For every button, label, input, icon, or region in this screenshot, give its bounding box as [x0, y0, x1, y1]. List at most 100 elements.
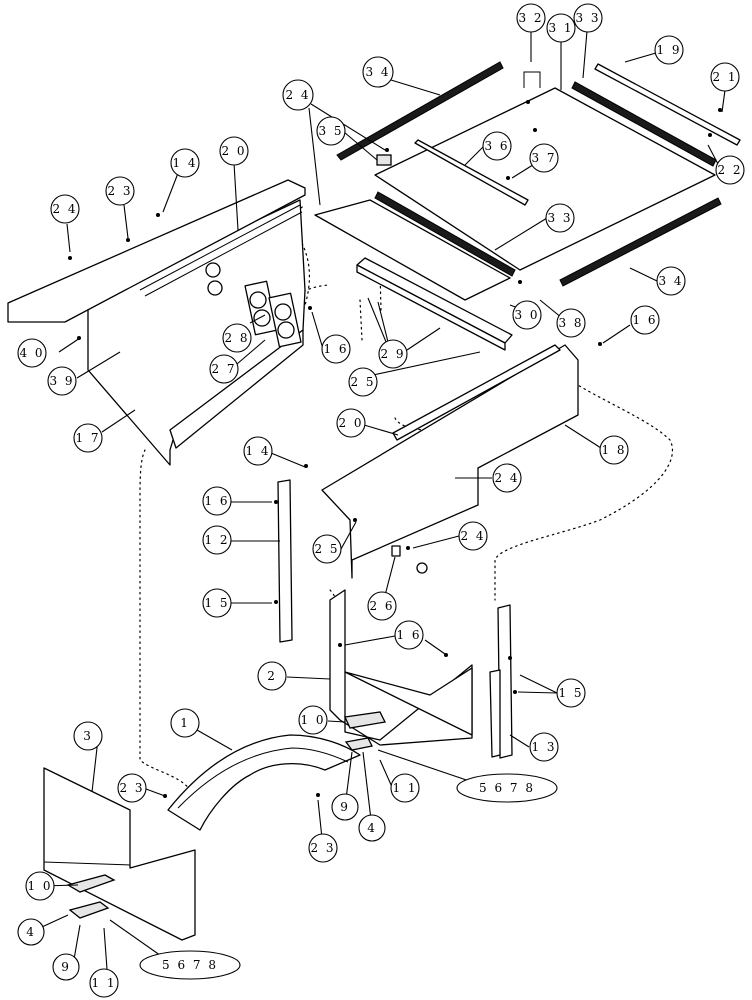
callout-25b: 2 5	[312, 534, 342, 564]
svg-text:1 4: 1 4	[245, 444, 270, 458]
svg-text:3 0: 3 0	[514, 308, 539, 322]
svg-text:3 9: 3 9	[49, 374, 74, 388]
svg-text:1: 1	[180, 716, 190, 730]
callout-21: 2 1	[710, 62, 740, 92]
svg-text:1 1: 1 1	[392, 781, 417, 795]
callout-26: 2 6	[367, 591, 397, 621]
svg-text:1 0: 1 0	[300, 713, 325, 727]
svg-text:3 2: 3 2	[518, 11, 543, 25]
callout-16: 1 6	[321, 334, 351, 364]
callout-27: 2 7	[209, 354, 239, 384]
svg-text:1 5: 1 5	[558, 686, 583, 700]
callout-38: 3 8	[556, 308, 586, 338]
callout-9b: 9	[52, 953, 80, 981]
callout-15b: 1 5	[556, 678, 586, 708]
part-27-light-panel	[268, 292, 302, 348]
svg-text:4 0: 4 0	[19, 346, 44, 360]
part-20-top-flange-right	[392, 344, 561, 441]
svg-text:3 4: 3 4	[365, 65, 390, 79]
svg-text:5 6 7 8: 5 6 7 8	[162, 958, 218, 972]
svg-text:3 4: 3 4	[658, 274, 683, 288]
svg-text:2: 2	[267, 669, 277, 683]
callout-40: 4 0	[17, 338, 47, 368]
part-31-roof-sheet	[374, 87, 716, 271]
callout-28: 2 8	[222, 323, 252, 353]
callout-31: 3 1	[546, 13, 576, 43]
callout-15: 1 5	[202, 588, 232, 618]
svg-text:3 5: 3 5	[318, 124, 343, 138]
part-30-roof-panel	[314, 199, 511, 301]
callout-23: 2 3	[105, 176, 135, 206]
svg-text:1 2: 1 2	[204, 533, 229, 547]
svg-text:1 1: 1 1	[91, 976, 116, 990]
callout-12: 1 2	[202, 525, 232, 555]
callout-25: 2 5	[348, 367, 378, 397]
callout-16d: 1 6	[394, 620, 424, 650]
part-33-seal-strip-left	[374, 191, 516, 277]
svg-text:1 5: 1 5	[204, 596, 229, 610]
leader-lines	[30, 30, 726, 984]
callout-5678b: 5 6 7 8	[139, 950, 241, 980]
svg-text:2 7: 2 7	[211, 362, 236, 376]
svg-text:1 4: 1 4	[172, 156, 197, 170]
svg-text:1 3: 1 3	[531, 740, 556, 754]
svg-text:1 6: 1 6	[323, 342, 348, 356]
callout-5678: 5 6 7 8	[456, 773, 558, 803]
callout-24b: 2 4	[50, 194, 80, 224]
callout-4b: 4	[17, 918, 45, 946]
svg-text:3: 3	[83, 729, 93, 743]
svg-text:2 6: 2 6	[369, 599, 394, 613]
part-35-clip	[376, 154, 392, 166]
callout-1: 1	[170, 708, 200, 738]
callout-3: 3	[73, 721, 103, 751]
svg-text:2 2: 2 2	[717, 163, 742, 177]
part-4-plate-lower	[68, 901, 110, 919]
svg-text:9: 9	[340, 800, 350, 814]
svg-text:2 3: 2 3	[107, 184, 132, 198]
svg-text:2 0: 2 0	[221, 144, 246, 158]
svg-text:2 5: 2 5	[314, 542, 339, 556]
callout-33: 3 3	[573, 3, 603, 33]
svg-text:2 9: 2 9	[380, 347, 405, 361]
svg-text:2 8: 2 8	[224, 331, 249, 345]
rear-panel-light-openings	[205, 262, 223, 296]
callout-24c: 2 4	[492, 463, 522, 493]
part-33-seal-strip-right	[571, 81, 717, 167]
svg-text:4: 4	[26, 925, 36, 939]
svg-text:1 0: 1 0	[27, 879, 52, 893]
callout-10b: 1 0	[25, 871, 55, 901]
svg-text:1 6: 1 6	[632, 313, 657, 327]
svg-text:3 6: 3 6	[484, 139, 509, 153]
svg-text:2 1: 2 1	[712, 70, 737, 84]
callout-34b: 3 4	[656, 266, 686, 296]
callout-39: 3 9	[47, 366, 77, 396]
callout-16b: 1 6	[630, 305, 660, 335]
svg-text:1 9: 1 9	[656, 43, 681, 57]
part-34-seal-strip-top	[336, 61, 504, 161]
svg-text:3 1: 3 1	[548, 21, 573, 35]
svg-text:2 4: 2 4	[52, 202, 77, 216]
callout-35: 3 5	[316, 116, 346, 146]
part-34-seal-strip-bottom	[559, 197, 722, 287]
part-20-top-flange-left	[7, 179, 306, 323]
callout-23b: 2 3	[117, 773, 147, 803]
callouts: 2 4 3 4 3 2 3 1 3 3 1 9 2 1 3 5 3 6 3 7 …	[17, 3, 745, 998]
part-26-latch	[391, 545, 428, 574]
svg-text:3 3: 3 3	[575, 11, 600, 25]
svg-text:3 8: 3 8	[558, 316, 583, 330]
part-28-light-panel	[244, 280, 278, 336]
part-36-roof-bracket	[414, 139, 529, 206]
callout-24d: 2 4	[458, 521, 488, 551]
callout-10: 1 0	[298, 705, 328, 735]
svg-text:2 0: 2 0	[338, 416, 363, 430]
svg-text:9: 9	[61, 960, 71, 974]
svg-text:2 4: 2 4	[460, 529, 485, 543]
svg-text:1 6: 1 6	[204, 494, 229, 508]
part-12-post	[277, 479, 293, 643]
callout-17: 1 7	[73, 423, 103, 453]
callout-9: 9	[331, 793, 359, 821]
callout-2: 2	[257, 661, 287, 691]
svg-text:3 7: 3 7	[531, 151, 556, 165]
part-17-rear-panel	[87, 199, 306, 466]
